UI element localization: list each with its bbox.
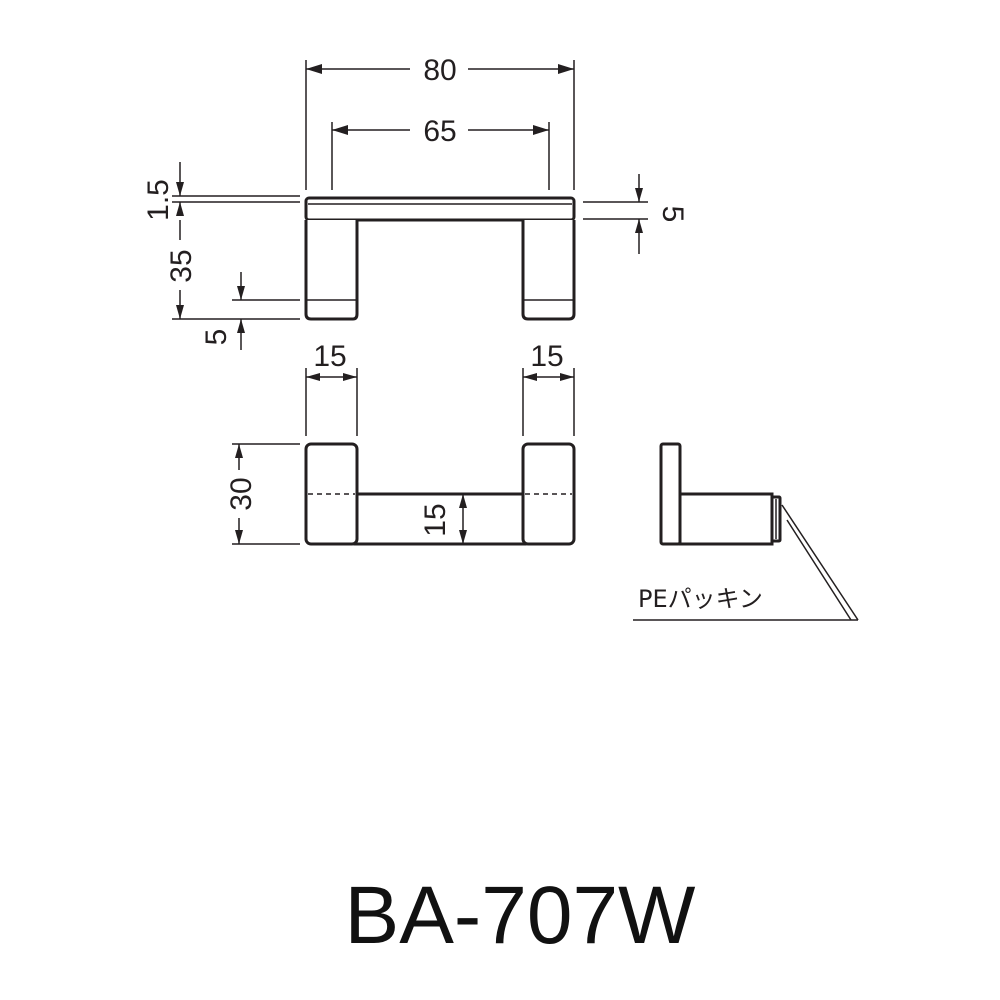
dim-5-right-label: 5	[656, 206, 689, 223]
dim-5-foot-label: 5	[200, 329, 233, 346]
gasket-label: PEパッキン	[638, 585, 763, 613]
dimension-right-step: 5	[635, 174, 689, 254]
dimension-inner-width: 65	[332, 115, 549, 148]
right-foot	[521, 442, 576, 546]
dim-30-label: 30	[225, 477, 258, 510]
dimension-depth: 30	[225, 444, 258, 544]
dimension-right-leg-width: 15	[523, 340, 574, 381]
dim-1-5-label: 1.5	[142, 179, 175, 221]
connecting-bar	[353, 492, 527, 546]
top-plate	[304, 196, 576, 222]
left-leg	[304, 220, 359, 321]
dim-65-label: 65	[423, 115, 456, 148]
side-plate	[659, 442, 682, 546]
dimension-foot-pad: 5	[200, 272, 245, 350]
dim-35-label: 35	[165, 249, 198, 282]
front-view: 80 65 1.5	[142, 54, 689, 350]
dimension-left-leg-width: 15	[306, 340, 357, 381]
side-leg	[678, 492, 774, 546]
plan-view: 15 15 30 15	[225, 340, 576, 546]
dimension-top-plate-thickness: 1.5	[142, 162, 184, 221]
side-view: PEパッキン	[633, 442, 859, 621]
dimension-bar-depth: 15	[419, 494, 467, 544]
left-foot	[304, 442, 359, 546]
dim-15-bar-label: 15	[419, 503, 452, 536]
dim-15-left-label: 15	[313, 340, 346, 373]
dim-80-label: 80	[423, 54, 456, 87]
gasket-leader	[633, 504, 859, 621]
dimension-height: 35	[165, 220, 198, 319]
model-number: BA-707W	[345, 870, 697, 961]
dimension-overall-width: 80	[306, 54, 574, 87]
dim-15-right-label: 15	[530, 340, 563, 373]
right-leg	[521, 220, 576, 321]
